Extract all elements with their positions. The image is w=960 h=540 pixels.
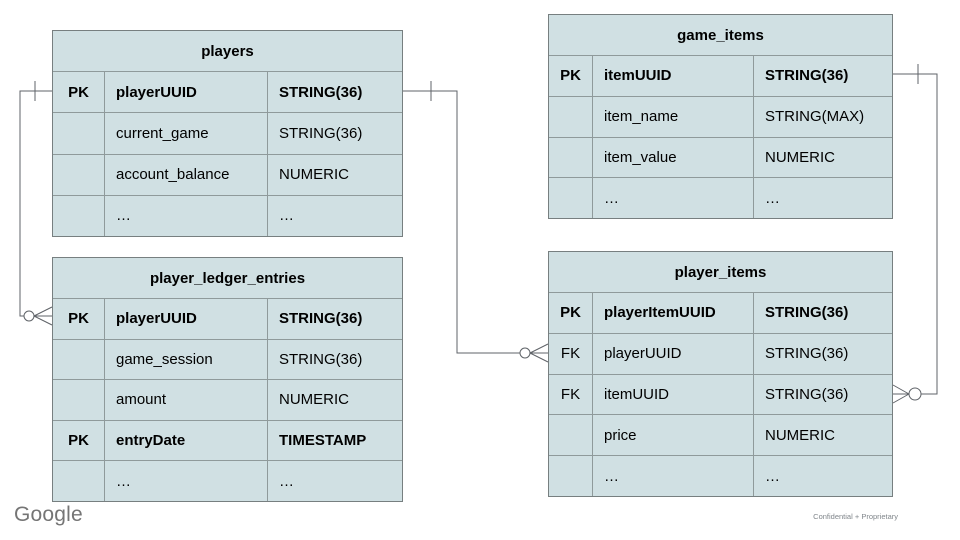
crows-foot-many: [33, 306, 53, 326]
column-type-cell: STRING(36): [279, 124, 363, 142]
key-cell: PK: [53, 72, 105, 113]
crows-foot-many: [892, 384, 910, 404]
column-type-cell: NUMERIC: [765, 148, 835, 166]
table-row: PK playerUUID STRING(36): [53, 299, 402, 340]
column-name-cell: game_session: [105, 339, 268, 380]
table-row: … …: [549, 178, 892, 218]
column-type-cell: …: [765, 189, 780, 207]
column-name-cell: item_value: [593, 137, 754, 178]
table-title: player_items: [549, 252, 892, 293]
key-cell: PK: [53, 299, 105, 339]
column-name-cell: amount: [105, 380, 268, 420]
table-row: PK itemUUID STRING(36): [549, 56, 892, 97]
column-name-cell: current_game: [105, 113, 268, 154]
column-type-cell: NUMERIC: [279, 166, 349, 184]
table-row: FK playerUUID STRING(36): [549, 333, 892, 375]
key-cell: [53, 380, 105, 420]
column-name-cell: …: [593, 456, 754, 496]
table-row: current_game STRING(36): [53, 113, 402, 155]
column-name-cell: entryDate: [105, 420, 268, 461]
column-name-cell: playerUUID: [593, 333, 754, 374]
key-cell: PK: [53, 420, 105, 461]
table-row: PK entryDate TIMESTAMP: [53, 420, 402, 462]
key-cell: [53, 461, 105, 501]
column-type-cell: STRING(36): [279, 83, 363, 101]
table-row: … …: [53, 195, 402, 236]
confidentiality-notice: Confidential + Proprietary: [813, 512, 898, 521]
table-row: account_balance NUMERIC: [53, 154, 402, 196]
table-row: item_value NUMERIC: [549, 137, 892, 179]
entity-table-players: players PK playerUUID STRING(36) current…: [52, 30, 403, 237]
column-name-cell: account_balance: [105, 154, 268, 195]
key-cell: [53, 339, 105, 380]
cardinality-zero-circle: [519, 347, 531, 359]
key-cell: [549, 178, 593, 218]
table-row: amount NUMERIC: [53, 380, 402, 421]
key-cell: [53, 154, 105, 195]
table-title: player_ledger_entries: [53, 258, 402, 299]
column-type-cell: …: [279, 472, 294, 490]
column-type-cell: STRING(36): [279, 310, 363, 328]
connector-gameitems-playeritems: [892, 64, 938, 404]
entity-table-player-items: player_items PK playerItemUUID STRING(36…: [548, 251, 893, 497]
key-cell: [549, 96, 593, 137]
table-row: PK playerItemUUID STRING(36): [549, 293, 892, 334]
column-type-cell: TIMESTAMP: [279, 432, 367, 450]
column-name-cell: playerItemUUID: [593, 293, 754, 333]
entity-table-game-items: game_items PK itemUUID STRING(36) item_n…: [548, 14, 893, 219]
cardinality-zero-circle: [908, 387, 922, 401]
column-type-cell: NUMERIC: [279, 391, 349, 409]
entity-table-player-ledger-entries: player_ledger_entries PK playerUUID STRI…: [52, 257, 403, 502]
connector-players-ledger: [19, 81, 53, 326]
table-row: PK playerUUID STRING(36): [53, 72, 402, 114]
key-cell: [549, 415, 593, 456]
key-cell: [53, 113, 105, 154]
table-row: FK itemUUID STRING(36): [549, 374, 892, 416]
table-row: price NUMERIC: [549, 415, 892, 457]
key-cell: FK: [549, 333, 593, 374]
column-name-cell: itemUUID: [593, 56, 754, 96]
table-title: game_items: [549, 15, 892, 56]
column-type-cell: STRING(36): [765, 385, 849, 403]
column-type-cell: STRING(36): [765, 345, 849, 363]
key-cell: [53, 195, 105, 236]
column-type-cell: STRING(36): [765, 304, 849, 322]
column-name-cell: playerUUID: [105, 72, 268, 113]
crows-foot-many: [529, 343, 549, 363]
column-name-cell: item_name: [593, 96, 754, 137]
column-name-cell: …: [105, 461, 268, 501]
table-row: item_name STRING(MAX): [549, 96, 892, 138]
column-type-cell: STRING(36): [765, 67, 849, 85]
google-logo: Google: [14, 503, 83, 526]
key-cell: PK: [549, 293, 593, 333]
column-type-cell: STRING(36): [279, 350, 363, 368]
column-name-cell: playerUUID: [105, 299, 268, 339]
table-title: players: [53, 31, 402, 72]
column-name-cell: …: [593, 178, 754, 218]
key-cell: [549, 456, 593, 496]
column-name-cell: …: [105, 195, 268, 236]
key-cell: PK: [549, 56, 593, 96]
table-row: … …: [549, 456, 892, 496]
table-row: … …: [53, 461, 402, 501]
column-type-cell: …: [765, 467, 780, 485]
table-row: game_session STRING(36): [53, 339, 402, 381]
column-type-cell: NUMERIC: [765, 426, 835, 444]
column-type-cell: …: [279, 207, 294, 225]
cardinality-zero-circle: [23, 310, 35, 322]
key-cell: [549, 137, 593, 178]
connector-players-playeritems: [403, 81, 549, 363]
column-name-cell: price: [593, 415, 754, 456]
column-type-cell: STRING(MAX): [765, 108, 865, 126]
key-cell: FK: [549, 374, 593, 415]
column-name-cell: itemUUID: [593, 374, 754, 415]
